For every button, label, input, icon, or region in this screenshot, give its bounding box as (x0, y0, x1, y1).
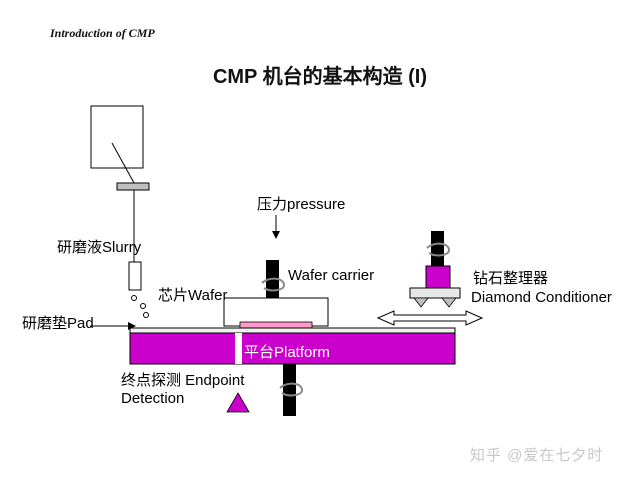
platform-shaft (283, 364, 296, 416)
conditioner-disk (409, 287, 461, 299)
carrier-rotation-icon (261, 277, 286, 292)
endpoint-label-line1: 终点探测 Endpoint (121, 372, 245, 389)
diamond-conditioner-en-label: Diamond Conditioner (471, 289, 612, 306)
watermark: 知乎 @爱在七夕时 (470, 447, 604, 464)
endpoint-label-line2: Detection (121, 390, 185, 407)
pressure-arrowhead (272, 231, 280, 239)
slurry-label: 研磨液Slurry (57, 239, 142, 256)
wafer-label: 芯片Wafer (158, 287, 228, 304)
diamond-right (441, 297, 457, 308)
slurry-drop (131, 295, 137, 301)
slurry-drop (143, 312, 149, 318)
platform-label: 平台Platform (244, 344, 330, 361)
endpoint-detector-icon (226, 392, 250, 413)
wafer (239, 321, 313, 329)
sweep-arrow (376, 310, 484, 326)
slurry-nozzle (128, 261, 142, 291)
wafer-carrier-label: Wafer carrier (288, 267, 375, 284)
conditioner-shaft (431, 231, 444, 266)
pad-arrowhead (128, 322, 136, 330)
endpoint-window (235, 333, 242, 364)
platform-rotation-icon (279, 382, 304, 397)
diamond-left (413, 297, 429, 308)
subtitle: Introduction of CMP (50, 26, 155, 40)
conditioner-head (425, 265, 451, 289)
slurry-tank-line (111, 142, 135, 184)
polishing-pad (129, 327, 456, 334)
conditioner-rotation-icon (426, 242, 451, 257)
slurry-tank (90, 105, 144, 169)
slurry-drop (140, 303, 146, 309)
diamond-conditioner-cn-label: 钻石整理器 (473, 270, 549, 287)
page-title: CMP 机台的基本构造 (I) (212, 66, 428, 88)
pad-label: 研磨垫Pad (22, 315, 94, 332)
slurry-valve (116, 182, 150, 191)
pressure-label: 压力pressure (257, 196, 346, 213)
